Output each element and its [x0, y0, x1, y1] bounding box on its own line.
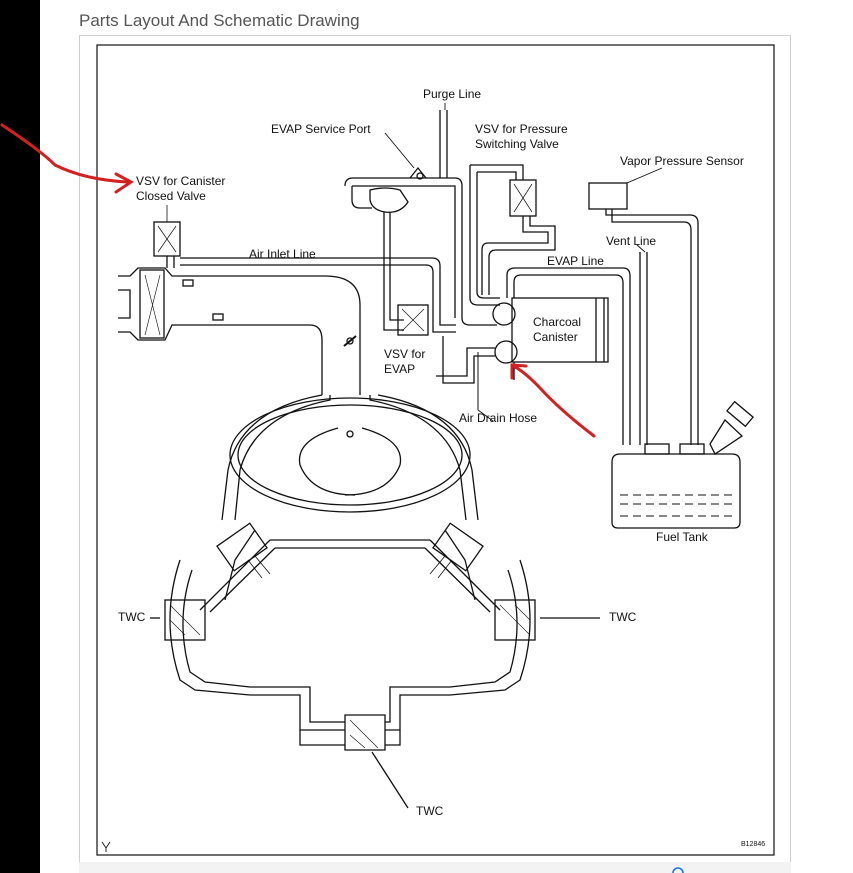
label-air-inlet-line: Air Inlet Line: [249, 247, 316, 261]
annotation-arrows: [0, 123, 596, 438]
label-vapor-pressure-sensor: Vapor Pressure Sensor: [620, 154, 744, 168]
charcoal-canister: [436, 252, 648, 445]
label-purge-line: Purge Line: [423, 87, 481, 101]
drawing-border: [96, 44, 775, 856]
label-vsv-pressure-1: VSV for Pressure: [475, 122, 568, 136]
exhaust-left: [150, 559, 251, 696]
label-charcoal-2: Canister: [533, 330, 578, 344]
partial-circle-icon: [672, 867, 684, 873]
label-vsv-pressure-2: Switching Valve: [475, 137, 559, 151]
label-figure-code: B12846: [741, 841, 765, 848]
label-charcoal-1: Charcoal: [533, 315, 581, 329]
vsv-canister-closed-valve: [153, 205, 181, 268]
corner-mark-icon: [101, 841, 111, 852]
fuel-tank: [611, 400, 754, 529]
label-vsv-evap-1: VSV for: [384, 347, 425, 361]
air-inlet-line: [180, 257, 456, 333]
red-arrowhead-left-icon: [114, 172, 134, 194]
vsv-evap: [397, 304, 429, 336]
vsv-pressure-switching: [469, 164, 556, 306]
engine-block: [199, 522, 501, 613]
label-evap-line: EVAP Line: [547, 254, 604, 268]
exhaust-center: [250, 686, 450, 809]
red-arrowhead-right-icon: [510, 363, 528, 380]
label-twc-bottom: TWC: [416, 804, 444, 818]
label-fuel-tank: Fuel Tank: [656, 530, 709, 544]
purge-line: [344, 110, 497, 331]
diagram-lines: [118, 110, 754, 809]
red-arrow-right: [510, 363, 596, 438]
page-title: Parts Layout And Schematic Drawing: [79, 11, 360, 30]
exhaust-right: [449, 559, 600, 696]
leader-lines: [384, 103, 663, 422]
label-vsv-evap-2: EVAP: [384, 362, 415, 376]
bottom-strip: [79, 862, 791, 873]
label-twc-right: TWC: [609, 610, 637, 624]
label-vent-line: Vent Line: [606, 234, 656, 248]
diagram-labels: Purge Line EVAP Service Port VSV for Pre…: [118, 87, 765, 848]
label-vsv-canister-2: Closed Valve: [136, 189, 206, 203]
surge-tank: [221, 394, 479, 521]
label-twc-left: TWC: [118, 610, 146, 624]
air-intake: [118, 267, 361, 395]
label-air-drain-hose: Air Drain Hose: [459, 411, 537, 425]
label-vsv-canister-1: VSV for Canister: [136, 174, 225, 188]
vapor-pressure-sensor: [588, 182, 699, 445]
label-evap-service-port: EVAP Service Port: [271, 122, 371, 136]
red-arrow-left: [0, 123, 130, 184]
